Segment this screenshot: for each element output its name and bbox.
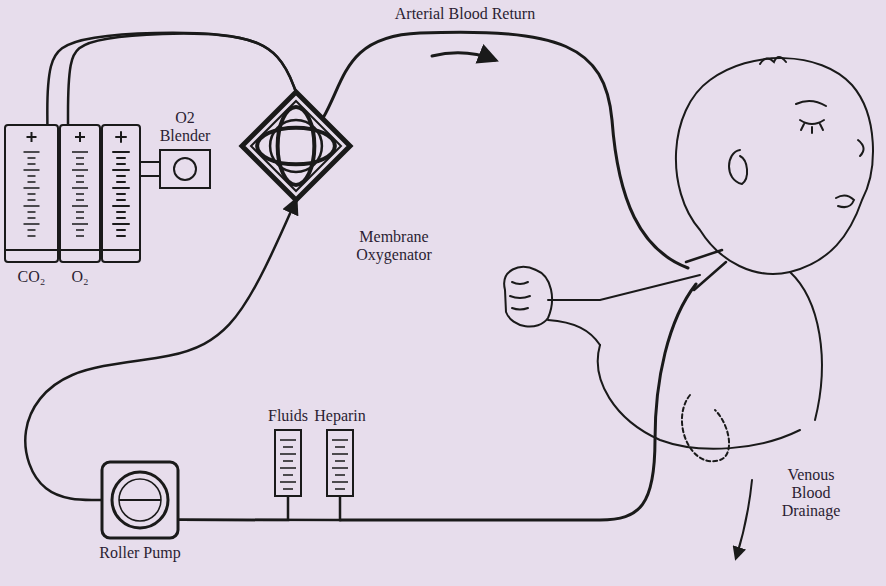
node-label: Roller Pump [99,544,180,562]
pump-race [112,472,168,528]
membrane-loop [270,120,322,172]
tank-band [5,249,58,251]
tank-outline [5,125,58,262]
membrane-oxygenator-shape [242,92,350,200]
arterial-tube [323,32,688,268]
bottle-ticks [332,440,348,489]
node-label: Membrane Oxygenator [342,228,446,264]
tube-connector [178,496,340,520]
node-label: Fluids [268,407,308,425]
membrane-loop [278,107,315,185]
node-label: O₂ [71,268,88,286]
bottle-outline [275,430,301,496]
membrane-oxygenator: Membrane Oxygenator [242,92,350,200]
tube-connector [47,33,296,125]
oxygen-blender-shape [160,150,210,188]
gauge-ticks [72,152,88,236]
node-label: CO₂ [18,268,46,286]
gas-tank: O₂ [60,125,100,262]
roller-pump-shape [102,462,178,538]
pump-rotor [119,479,161,521]
oxygenator-inner [251,101,341,191]
infusion-bottle: Heparin [327,430,353,496]
plus-symbol [75,132,85,142]
node-label: O2 Blender [154,109,216,145]
flow-label: Venous Blood Drainage [768,466,854,520]
flow-arrow [432,53,495,60]
oxygenator-outline [242,92,350,200]
pump-roller-arm [119,499,161,501]
flow-arrow [736,480,752,558]
blender-dial [174,158,196,180]
gauge-ticks [24,152,40,236]
tube-connector [178,496,288,520]
bottle-outline [327,430,353,496]
infusion-bottle-shape [275,430,301,496]
roller-pump: Roller Pump [102,462,178,538]
flow-label: Arterial Blood Return [395,5,535,23]
plus-symbol [27,132,37,142]
infusion-bottle: Fluids [275,430,301,496]
pump-housing [102,462,178,538]
venous-tube [340,284,696,520]
infusion-bottle-shape [327,430,353,496]
gas-tank [102,125,140,262]
gas-tank-shape [5,125,58,262]
oxygen-blender: O2 Blender [160,150,210,188]
tank-outline [60,125,100,262]
gas-pipe [140,162,160,176]
gas-tank: CO₂ [5,125,58,262]
bottle-ticks [280,440,296,489]
node-label: Heparin [314,407,366,425]
membrane-loop [257,128,335,165]
tank-band [60,249,100,251]
gas-tank-shape [60,125,100,262]
infant-figure [504,57,873,461]
blender-box [160,150,210,188]
